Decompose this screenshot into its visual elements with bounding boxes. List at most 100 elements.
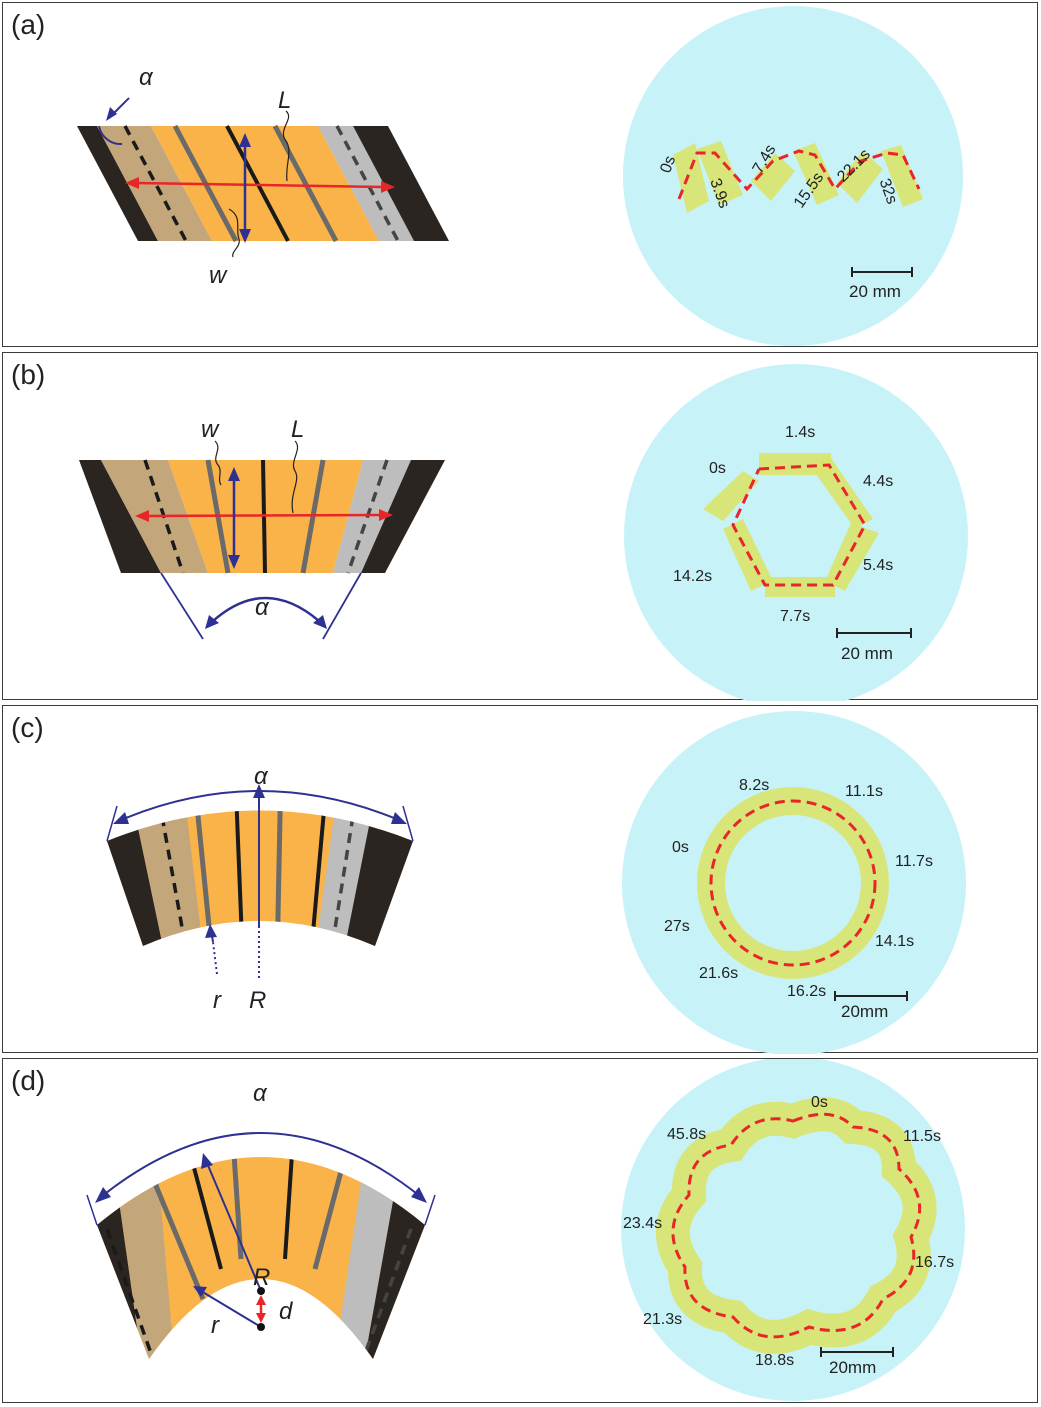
arrowhead	[313, 615, 327, 629]
w-symbol: w	[201, 416, 220, 443]
trajectory-path	[671, 1112, 922, 1339]
arrowhead	[125, 177, 139, 189]
w-symbol: w	[209, 262, 228, 289]
arrowhead	[113, 812, 129, 824]
alpha-symbol: α	[253, 1080, 268, 1107]
R-symbol: R	[253, 1264, 270, 1291]
dashed-line	[346, 459, 389, 574]
strip-gray	[318, 126, 414, 241]
arrowhead	[228, 467, 240, 481]
r-symbol: r	[213, 987, 222, 1014]
panel-a-label: (a)	[11, 9, 46, 40]
arrowhead	[391, 812, 407, 824]
angle-arc	[98, 125, 123, 146]
panel-a-figure: α L w 0s 3.9s 7.4s 15.5s 22.1s 32s 20 mm	[77, 6, 963, 346]
arrowhead	[256, 1313, 266, 1323]
time-label: 4.4s	[863, 473, 893, 490]
alpha-symbol: α	[255, 594, 270, 621]
R-symbol: R	[249, 987, 266, 1014]
strip-dark-left	[79, 460, 161, 573]
radius-arrow-R	[206, 1162, 262, 1292]
trajectory-path	[709, 799, 877, 967]
r-symbol: r	[211, 1312, 220, 1339]
d-symbol: d	[279, 1298, 293, 1325]
time-label: 11.7s	[895, 853, 933, 870]
leader-line	[282, 110, 290, 182]
trajectory-path	[677, 149, 921, 200]
stripe	[272, 124, 339, 243]
panel-a: (a) α L w	[2, 2, 1038, 347]
panel-d-figure: α R r d 0s 45.8s 11.5s 23.4s 16.7s 21.3s…	[86, 1059, 965, 1401]
L-symbol: L	[291, 416, 304, 443]
arrowhead	[253, 784, 265, 798]
arrowhead	[106, 107, 117, 121]
radius-arrow-r	[200, 1290, 262, 1328]
arrowhead	[411, 1187, 427, 1203]
angle-leg	[86, 1194, 98, 1226]
center-point	[257, 1323, 265, 1331]
time-label: 21.6s	[699, 965, 738, 982]
angle-leg	[424, 1194, 436, 1226]
petri-dish	[624, 364, 968, 701]
panel-c-figure: α r R 8.2s 11.1s 0s 11.7s 27s 14.1s 21.6…	[106, 711, 966, 1054]
time-label: 5.4s	[863, 557, 893, 574]
radius-arrow-r	[212, 941, 218, 975]
time-label: 11.1s	[845, 783, 883, 800]
stripe	[225, 125, 290, 242]
time-label: 11.5s	[903, 1128, 941, 1145]
strip-dark-right	[361, 460, 445, 573]
petri-dish	[622, 711, 966, 1054]
scale-bar-label: 20 mm	[849, 282, 901, 301]
scale-bar-label: 20mm	[829, 1358, 876, 1377]
length-arrow	[144, 513, 384, 518]
time-label: 1.4s	[785, 424, 815, 441]
arrowhead	[239, 229, 251, 243]
angle-leg	[160, 572, 204, 640]
scale-bar-label: 20 mm	[841, 644, 893, 663]
panel-b-figure: w L α 0s 1.4s 4.4s 5.4s 7.7s 14.2s 20 mm	[79, 364, 968, 701]
leader-line	[214, 440, 222, 486]
leader-line	[291, 440, 299, 514]
panel-d: (d) α	[2, 1058, 1038, 1403]
angle-leg	[106, 805, 118, 842]
arrowhead	[256, 1295, 266, 1305]
dashed-line	[123, 125, 188, 242]
time-label: 16.2s	[787, 983, 826, 1000]
time-label: 14.1s	[875, 933, 914, 950]
time-label: 7.7s	[780, 608, 810, 625]
time-label: 0s	[672, 839, 689, 856]
center-point	[257, 1287, 265, 1295]
sample-pieces	[673, 141, 923, 213]
time-label: 21.3s	[643, 1311, 682, 1328]
time-label: 8.2s	[739, 777, 769, 794]
time-label: 0s	[709, 460, 726, 477]
alpha-symbol: α	[139, 64, 154, 91]
strip-dark-right	[353, 126, 449, 241]
panel-c-label: (c)	[11, 712, 44, 743]
arrowhead	[228, 555, 240, 569]
arrowhead	[381, 181, 395, 193]
time-label: 18.8s	[755, 1352, 794, 1369]
time-label: 0s	[811, 1094, 828, 1111]
petri-dish	[623, 6, 963, 346]
panel-d-label: (d)	[11, 1065, 46, 1096]
length-arrow	[134, 181, 386, 189]
angle-arc	[100, 1132, 422, 1198]
arrowhead	[193, 1286, 207, 1297]
arrowhead	[239, 133, 251, 147]
time-label: 45.8s	[667, 1126, 706, 1143]
arrowhead	[205, 615, 219, 629]
arrowhead	[205, 924, 217, 938]
L-symbol: L	[278, 87, 291, 114]
arrowhead	[135, 510, 149, 522]
dashed-line	[335, 125, 400, 242]
panel-c: (c) α r R	[2, 705, 1038, 1054]
arrowhead	[201, 1153, 213, 1169]
angle-leg	[322, 572, 362, 640]
panel-b: (b) w L α	[2, 352, 1038, 701]
time-label: 27s	[664, 918, 690, 935]
time-label: 23.4s	[623, 1215, 662, 1232]
angle-arc	[212, 596, 320, 622]
arrowhead	[379, 509, 393, 521]
angle-leg	[402, 805, 414, 842]
